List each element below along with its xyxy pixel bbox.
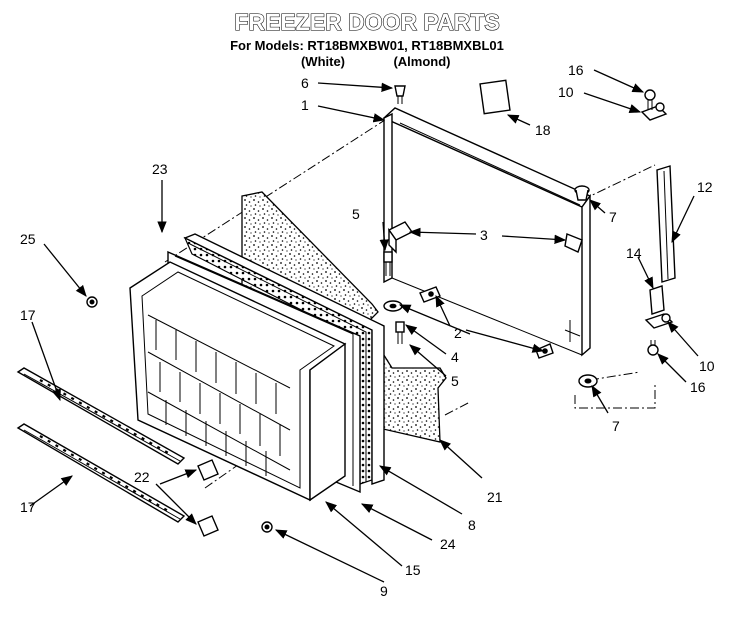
hinge-lower-part-10 <box>644 313 674 329</box>
hinge-pin-top-part-7 <box>574 185 590 201</box>
callout-label: 4 <box>451 349 459 365</box>
clip-lower <box>535 343 554 359</box>
callout-label: 5 <box>352 206 360 222</box>
callout-label: 7 <box>612 418 620 434</box>
hinge-cover <box>656 165 676 283</box>
callout-label: 9 <box>380 583 388 599</box>
door-liner <box>129 261 347 502</box>
hinge-bracket-right <box>564 233 583 253</box>
callout-label: 5 <box>451 373 459 389</box>
callout-label: 14 <box>626 245 642 261</box>
trim-strip-lower <box>16 423 186 523</box>
callout-label: 22 <box>134 469 150 485</box>
callout-label: 18 <box>535 122 551 138</box>
screw-lower-part-5 <box>395 321 405 344</box>
callout-label: 24 <box>440 536 456 552</box>
callout-label: 15 <box>405 562 421 578</box>
callout-label: 3 <box>480 227 488 243</box>
bushing-bottom-part-7 <box>578 374 598 388</box>
callout-label: 6 <box>301 75 309 91</box>
end-cap-upper <box>197 459 219 481</box>
callout-label: 21 <box>487 489 503 505</box>
callout-label: 1 <box>301 97 309 113</box>
callout-label: 10 <box>699 358 715 374</box>
door-frame <box>382 107 592 357</box>
callout-label: 23 <box>152 161 168 177</box>
screw-part-25 <box>86 296 98 308</box>
callout-numbers: 6 1 18 16 10 12 7 23 5 3 3 14 25 2 10 17… <box>20 62 715 599</box>
callout-label: 25 <box>20 231 36 247</box>
end-cap-lower <box>197 515 219 537</box>
callout-label: 17 <box>20 499 36 515</box>
screw-top-part-6 <box>394 85 406 104</box>
clip-upper <box>419 286 441 303</box>
callout-label: 16 <box>690 379 706 395</box>
callout-label: 2 <box>454 325 462 341</box>
hinge-bracket-left <box>387 221 414 254</box>
callout-label: 17 <box>20 307 36 323</box>
hinge-bracket-part-14 <box>649 285 665 315</box>
callout-label: 16 <box>568 62 584 78</box>
callout-label: 10 <box>558 84 574 100</box>
washer-part-4 <box>383 300 403 312</box>
callout-label: 7 <box>609 209 617 225</box>
screw-part-9 <box>261 521 273 533</box>
screw-upper-part-16 <box>644 89 656 110</box>
models-line: For Models: RT18BMXBW01, RT18BMXBL01 <box>230 38 504 53</box>
callout-label: 12 <box>697 179 713 195</box>
screw-upper-part-5 <box>383 251 393 276</box>
rating-label <box>479 79 511 115</box>
hinge-upper <box>640 102 668 121</box>
screw-lower-part-16 <box>647 340 659 356</box>
assembly-lines <box>164 117 656 489</box>
diagram-title: FREEZER DOOR PARTS <box>234 9 499 35</box>
leader-arrows <box>29 69 699 583</box>
variant-white: (White) <box>301 54 345 69</box>
callout-label: 8 <box>468 517 476 533</box>
variant-almond: (Almond) <box>393 54 450 69</box>
